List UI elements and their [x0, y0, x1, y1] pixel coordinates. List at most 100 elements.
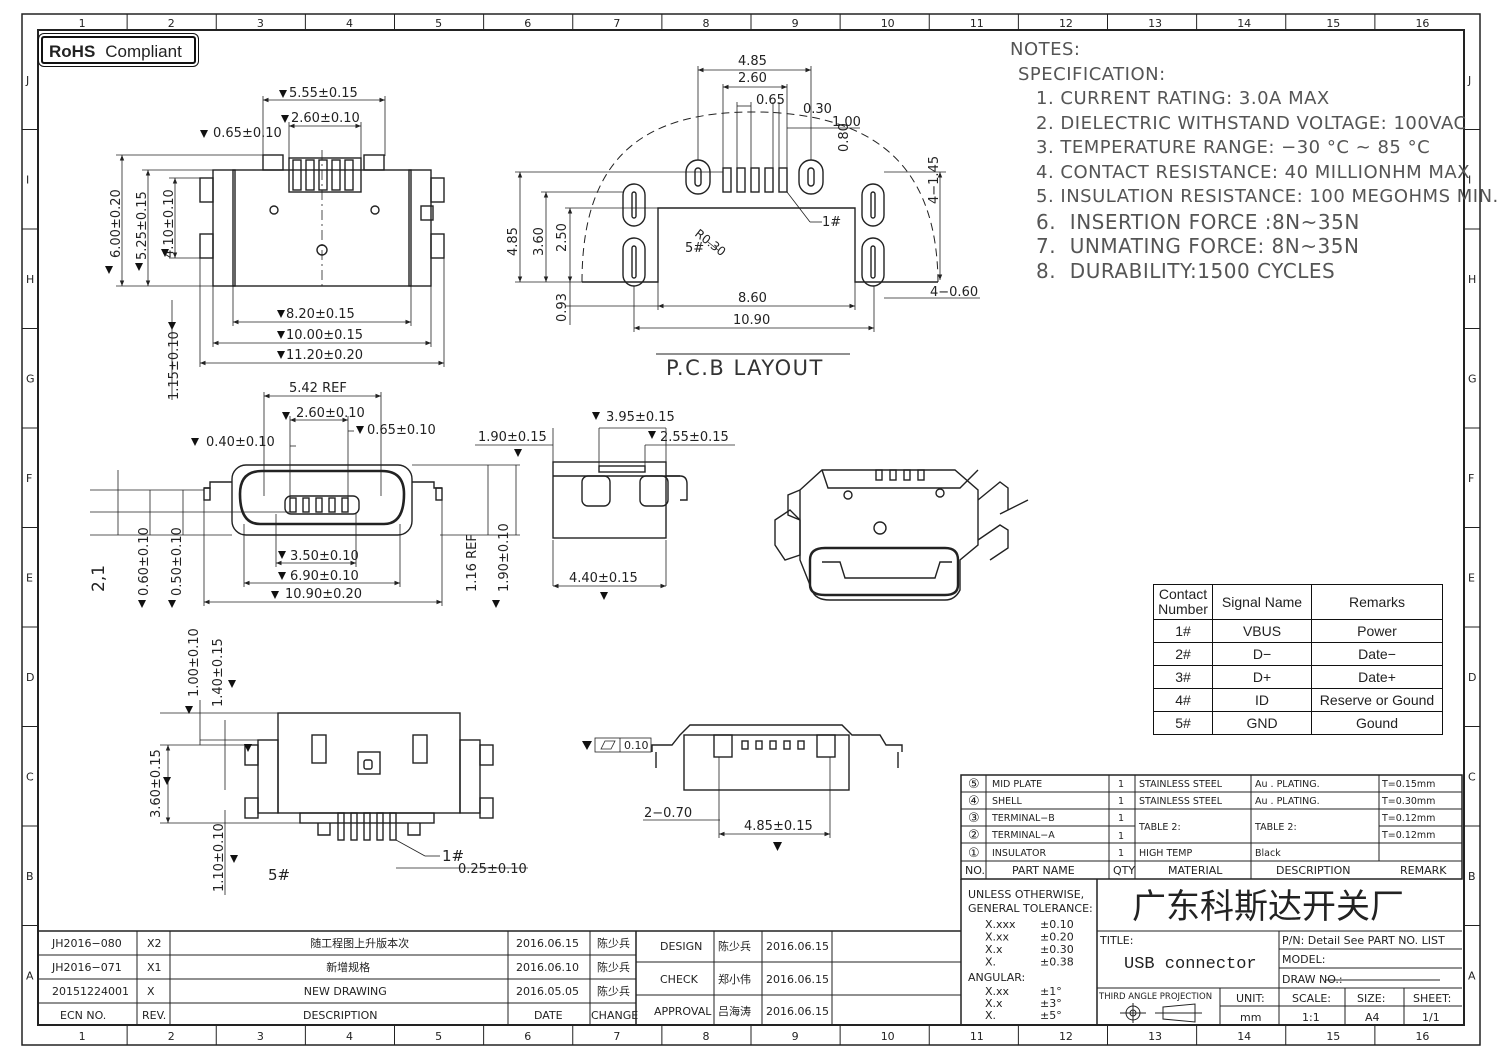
part-name: INSULATOR: [992, 848, 1046, 859]
model-label: MODEL:: [1282, 953, 1325, 966]
specification-notes: NOTES: SPECIFICATION: 1. CURRENT RATING:…: [1010, 38, 1499, 283]
bottom-dim-0-25: 0.25±0.10: [458, 862, 527, 877]
zone-number-top: 5: [435, 17, 442, 30]
approval-role: APPROVAL: [654, 1005, 712, 1018]
pcb-pin1-label: 1#: [822, 215, 841, 230]
pcb-dim-10-90: 10.90: [733, 313, 770, 328]
pcb-dim-1-00: 1.00: [832, 115, 861, 130]
front-view-dimension-lines: [90, 392, 520, 606]
angular-format: X.: [985, 1009, 996, 1022]
parts-header-cell: MATERIAL: [1168, 864, 1223, 877]
signal-remark: Date+: [1311, 665, 1443, 689]
zone-letter-right: J: [1467, 74, 1471, 87]
part-material: STAINLESS STEEL: [1139, 779, 1223, 790]
front-dim-2-60: 2.60±0.10: [296, 406, 365, 421]
zone-number-bottom: 6: [524, 1030, 531, 1043]
table-row: 3#D+Date+: [1153, 665, 1443, 689]
tolerance-value: ±0.10: [1040, 918, 1074, 931]
tolerance-format: X.x: [985, 943, 1003, 956]
bottom-view-dimension-text: 1.00±0.10 1.40±0.15 3.60±0.15 1.10±0.10 …: [149, 628, 527, 892]
part-description: Black: [1255, 848, 1281, 859]
zone-number-bottom: 5: [435, 1030, 442, 1043]
part-name: SHELL: [992, 796, 1022, 807]
title-block-text: 广东科斯达开关厂 TITLE: USB connector P/N: Detai…: [1098, 887, 1451, 1024]
ecn-number: 20151224001: [52, 985, 129, 998]
size-label: SIZE:: [1357, 992, 1385, 1005]
dim-6-00: 6.00±0.20: [109, 189, 124, 258]
revision-changer: 陈少兵: [597, 984, 630, 998]
contact-number: 4#: [1153, 688, 1213, 712]
revision-date: 2016.05.05: [516, 985, 579, 998]
revision-changer: 陈少兵: [597, 960, 630, 974]
part-number-circle: ②: [968, 828, 980, 843]
pcb-dimension-lines: [515, 66, 980, 355]
tolerance-format: X.: [985, 956, 996, 969]
rohs-text: Compliant: [105, 42, 182, 61]
dim-0-65: 0.65±0.10: [213, 126, 282, 141]
front-dim-0-60: 0.60±0.10: [137, 527, 152, 596]
dim-5-25: 5.25±0.15: [135, 191, 150, 260]
part-qty: 1: [1118, 831, 1124, 842]
rear-view-drawing: [651, 724, 903, 791]
zone-number-top: 9: [792, 17, 799, 30]
part-number: P/N: Detail See PART NO. LIST: [1282, 934, 1445, 947]
bottom-dim-1-00: 1.00±0.10: [187, 628, 202, 697]
signal-name: D−: [1212, 642, 1312, 666]
size-value: A4: [1365, 1011, 1380, 1024]
zone-number-top: 14: [1237, 17, 1251, 30]
zone-number-top: 6: [524, 17, 531, 30]
dim-2-60: 2.60±0.10: [291, 111, 360, 126]
part-description: Au . PLATING.: [1255, 779, 1320, 790]
approval-date: 2016.06.15: [766, 1005, 829, 1018]
sheet-label: SHEET:: [1413, 992, 1451, 1005]
zone-number-top: 10: [881, 17, 895, 30]
approval-date: 2016.06.15: [766, 973, 829, 986]
zone-letter-right: D: [1468, 671, 1476, 684]
front-dim-3-50: 3.50±0.10: [290, 549, 359, 564]
part-description: Au . PLATING.: [1255, 796, 1320, 807]
signal-name: GND: [1212, 711, 1312, 735]
projection-label: THIRD ANGLE PROJECTION: [1098, 992, 1212, 1002]
pcb-dim-0-65: 0.65: [756, 93, 785, 108]
revision-description: NEW DRAWING: [304, 985, 387, 998]
bottom-view-dimension-lines: [160, 700, 528, 895]
zone-letter-left: H: [26, 273, 34, 286]
zone-number-bottom: 13: [1148, 1030, 1162, 1043]
bottom-view-drawing: [244, 712, 494, 841]
zone-letter-right: C: [1468, 770, 1476, 783]
bottom-pin5-label: 5#: [268, 866, 290, 884]
top-view-dimension-lines: [116, 96, 445, 400]
pcb-dim-0-30: 0.30: [803, 102, 832, 117]
note-item: 5. INSULATION RESISTANCE: 100 MEGOHMS MI…: [1036, 186, 1499, 207]
side-view-dimension-lines: [475, 427, 735, 589]
zone-letter-left: I: [26, 173, 29, 186]
isometric-view-drawing: [774, 469, 1029, 601]
revision-code: X: [147, 985, 155, 998]
dim-8-20: 8.20±0.15: [286, 307, 355, 322]
rear-flatness-0-10: 0.10: [624, 739, 649, 752]
parts-header-cell: REMARK: [1400, 864, 1447, 877]
revision-description: 随工程图上升版本次: [310, 936, 409, 950]
notes-spec-heading: SPECIFICATION:: [1018, 63, 1166, 85]
bottom-view-datum-markers: [163, 680, 252, 863]
parts-header-cell: NO.: [965, 864, 985, 877]
part-description: TABLE 2:: [1254, 822, 1297, 833]
angular-format: X.xx: [985, 985, 1010, 998]
zone-number-top: 4: [346, 17, 353, 30]
rear-dim-4-85: 4.85±0.15: [744, 819, 813, 834]
front-dim-10-90: 10.90±0.20: [285, 587, 362, 602]
front-dim-0-65: 0.65±0.10: [367, 423, 436, 438]
note-item: 1. CURRENT RATING: 3.0A MAX: [1036, 88, 1330, 109]
part-name: TERMINAL−A: [991, 830, 1055, 841]
scale-label: SCALE:: [1292, 992, 1331, 1005]
zone-number-bottom: 14: [1237, 1030, 1251, 1043]
pcb-dim-0-80: 0.80: [837, 123, 852, 152]
zone-number-top: 12: [1059, 17, 1073, 30]
zone-number-bottom: 8: [702, 1030, 709, 1043]
pcb-dim-4-1-45: 4−1.45: [927, 156, 942, 204]
part-remark: T=0.15mm: [1381, 779, 1435, 790]
zone-number-bottom: 11: [970, 1030, 984, 1043]
signal-table: Contact Number Signal Name Remarks 1#VBU…: [1153, 584, 1443, 735]
